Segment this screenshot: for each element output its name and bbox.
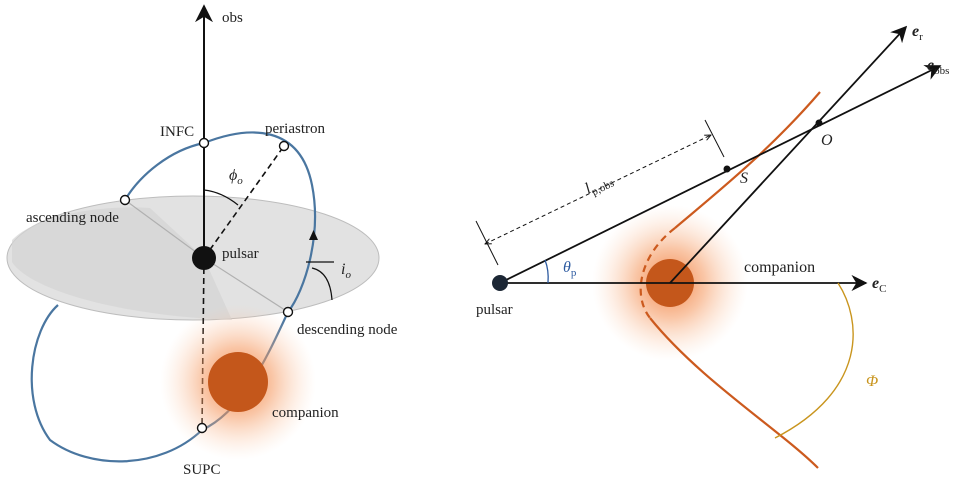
O-label: O: [821, 132, 833, 149]
plane-shade-wedge: [12, 207, 232, 320]
pulsar-body: [192, 246, 216, 270]
point-O: [815, 119, 823, 127]
svg-text:lp,obs: lp,obs: [582, 170, 616, 200]
periastron-node: [278, 140, 290, 152]
left-orbit-diagram: obs INFC periastron ascending node pulsa…: [6, 4, 398, 478]
er-label: er: [912, 23, 923, 43]
periastron-label: periastron: [265, 121, 325, 137]
companion-body: [208, 352, 268, 412]
Phi-label: Φ: [866, 373, 878, 390]
orbit-direction-arrow-icon: [309, 230, 318, 240]
Phi-angle-arc: [774, 282, 854, 439]
supc-node: [196, 422, 208, 434]
lpobs-label: lp,obs: [582, 170, 616, 200]
theta-p-label: θp: [563, 259, 577, 279]
pulsar-label-left: pulsar: [222, 246, 259, 262]
infc-label: INFC: [160, 124, 194, 140]
er-line: [669, 25, 908, 284]
infc-node: [198, 137, 210, 149]
supc-label: SUPC: [183, 462, 221, 478]
orbit-front-arc: [203, 131, 316, 313]
line-to-descending-node: [203, 257, 289, 313]
shock-curve-lower: [649, 317, 819, 469]
ec-label: eC: [872, 275, 886, 295]
companion-label-left: companion: [272, 405, 339, 421]
phi-o-label: ϕo: [229, 167, 243, 187]
eobs-label: eobs: [927, 57, 949, 77]
line-to-ascending-node: [124, 199, 205, 259]
pulsar-body-right: [492, 275, 508, 291]
descending-node-marker: [282, 306, 294, 318]
right-geometry-diagram: pulsar companion er eobs eC O S lp,obs θ…: [475, 23, 949, 469]
periastron-dashed-line: [203, 145, 285, 259]
phi-angle-arc: [203, 189, 239, 206]
eobs-line: [499, 65, 942, 284]
incl-o-label: io: [341, 261, 351, 281]
lpobs-tick-right: [704, 119, 725, 158]
S-label: S: [740, 170, 748, 187]
ascending-node-marker: [119, 194, 131, 206]
point-S: [723, 165, 731, 173]
descending-node-label: descending node: [297, 322, 398, 338]
inclination-angle-arc: [311, 267, 333, 301]
companion-label-right: companion: [744, 259, 815, 276]
orbit-back-arc: [124, 141, 205, 201]
pulsar-label-right: pulsar: [476, 302, 513, 318]
obs-label: obs: [222, 10, 243, 26]
ascending-node-label: ascending node: [26, 210, 119, 226]
theta-angle-arc: [544, 259, 549, 284]
